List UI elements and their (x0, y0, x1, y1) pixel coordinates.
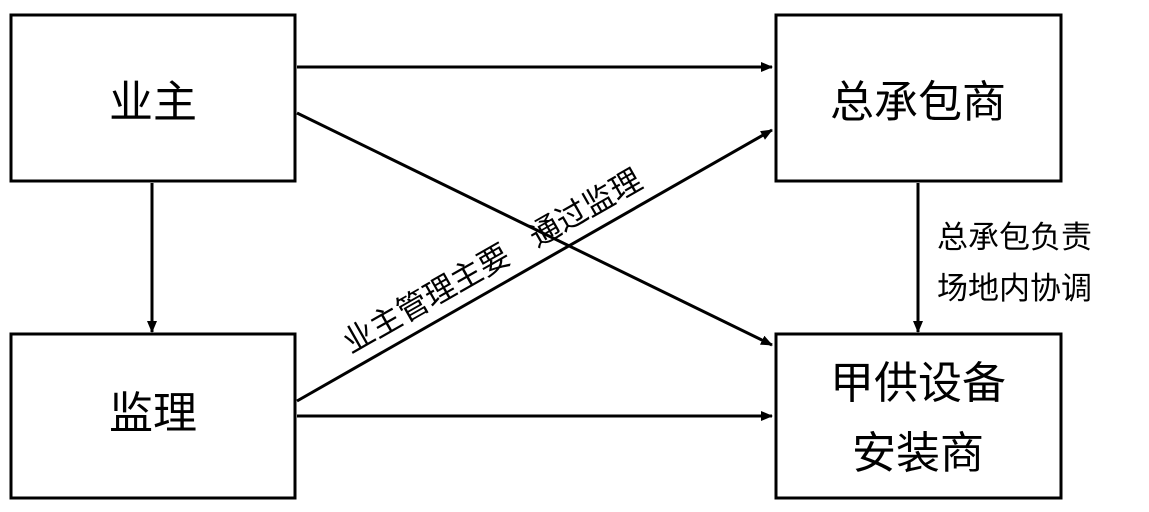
contractor-note-line2: 场地内协调 (937, 271, 1092, 307)
installer-box (774, 332, 1063, 500)
installer-label-line2: 安装商 (852, 428, 984, 479)
general-contractor-label: 总承包商 (830, 77, 1006, 128)
edge-supervisor-to-contractor (296, 128, 773, 403)
general-contractor-box (774, 13, 1063, 183)
diagonal-annotation-part1: 业主管理主要 (337, 237, 516, 360)
installer-label-line1: 甲供设备 (830, 358, 1006, 409)
supervisor-label: 监理 (109, 388, 197, 439)
owner-box (9, 13, 297, 183)
owner-label: 业主 (109, 77, 197, 128)
contractor-note-line1: 总承包负责 (937, 220, 1092, 256)
diagonal-annotation-part2: 通过监理 (523, 162, 649, 255)
supervisor-box (9, 332, 297, 500)
edge-owner-to-installer (296, 111, 773, 347)
